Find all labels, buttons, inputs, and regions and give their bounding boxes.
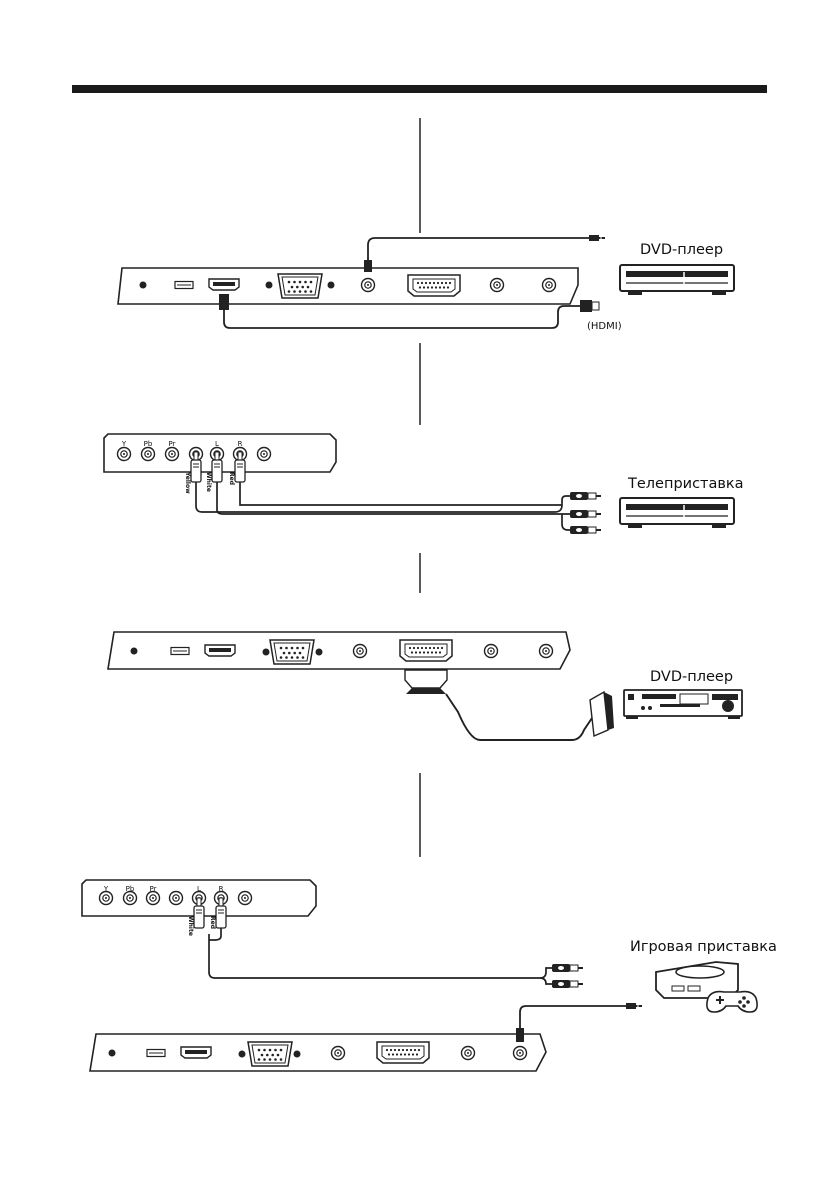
av-cable <box>195 482 572 531</box>
svg-text:Red: Red <box>209 916 216 929</box>
usb-port <box>174 280 194 290</box>
svg-text:L: L <box>215 440 219 448</box>
scart-port <box>407 274 461 297</box>
game-console-icon <box>655 961 758 1013</box>
header-rule <box>72 85 767 93</box>
scart-port <box>376 1041 430 1064</box>
device-label: DVD-плеер <box>640 242 723 258</box>
hdmi-cable <box>223 305 580 329</box>
av-jack <box>512 1045 528 1061</box>
svg-text:White: White <box>187 916 194 936</box>
hdmi-port <box>204 644 236 657</box>
svg-text:Pr: Pr <box>150 885 157 893</box>
svg-text:Y: Y <box>121 440 127 448</box>
dvd-player-icon <box>619 264 735 295</box>
svg-text:Red: Red <box>228 472 235 485</box>
tv-back-panel <box>89 1033 547 1072</box>
diagram-stb: Y Pb Pr L R Yellow White Red Телепристав… <box>103 343 744 535</box>
diagram-dvd-scart: DVD-плеер <box>107 553 743 741</box>
svg-text:Pb: Pb <box>144 440 153 448</box>
svg-text:Pb: Pb <box>126 885 135 893</box>
svg-text:L: L <box>197 885 201 893</box>
av-cable <box>367 237 590 268</box>
svg-text:Pr: Pr <box>169 440 176 448</box>
hdmi-cable-label: (HDMI) <box>587 321 622 332</box>
device-label: Телеприставка <box>627 476 744 492</box>
vga-port <box>277 273 323 299</box>
tv-back-panel <box>117 267 579 305</box>
vga-port <box>269 639 315 665</box>
device-label: DVD-плеер <box>650 669 733 685</box>
svg-text:White: White <box>205 472 212 492</box>
av-cable <box>519 1005 626 1028</box>
scart-port <box>399 639 453 662</box>
y-jack <box>116 446 132 462</box>
vga-port <box>247 1041 293 1067</box>
hdmi-port <box>208 278 240 291</box>
pb-jack <box>140 446 156 462</box>
av-jack <box>360 277 376 293</box>
usb-port <box>170 646 190 656</box>
device-label: Игровая приставка <box>630 939 777 955</box>
tv-back-panel <box>107 631 571 670</box>
av-cable <box>208 928 554 985</box>
usb-port <box>146 1048 166 1058</box>
svg-text:Y: Y <box>103 885 109 893</box>
hdmi-port <box>180 1046 212 1059</box>
diagram-console: Y Pb Pr L R White Red Игровая пр <box>81 773 777 1072</box>
pr-jack <box>164 446 180 462</box>
dvd-player-icon <box>623 689 743 719</box>
diagram-dvd-hdmi: (HDMI) DVD-плеер <box>117 118 735 332</box>
set-top-box-icon <box>619 497 735 528</box>
scart-cable <box>445 693 593 741</box>
svg-text:R: R <box>219 885 224 893</box>
svg-text:Yellow: Yellow <box>184 471 191 494</box>
svg-text:R: R <box>238 440 243 448</box>
